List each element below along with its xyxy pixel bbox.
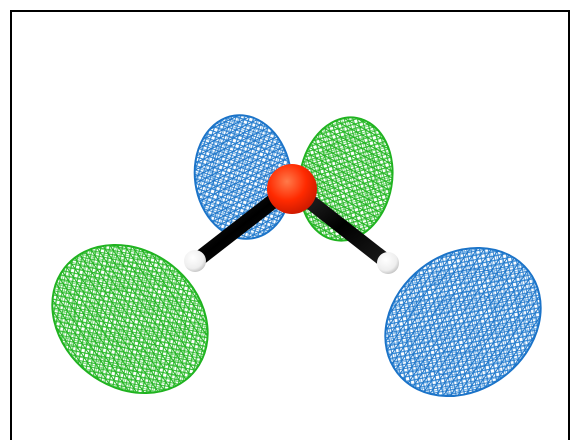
atoms	[184, 164, 399, 274]
lobe-lower-left-positive	[51, 243, 209, 395]
molecule-viewer[interactable]	[10, 10, 570, 440]
atom-hydrogen-right	[377, 252, 399, 274]
orbital-scene[interactable]	[12, 12, 570, 440]
atom-hydrogen-left	[184, 250, 206, 272]
lobe-lower-right-negative	[384, 246, 542, 398]
atom-oxygen	[267, 164, 317, 214]
